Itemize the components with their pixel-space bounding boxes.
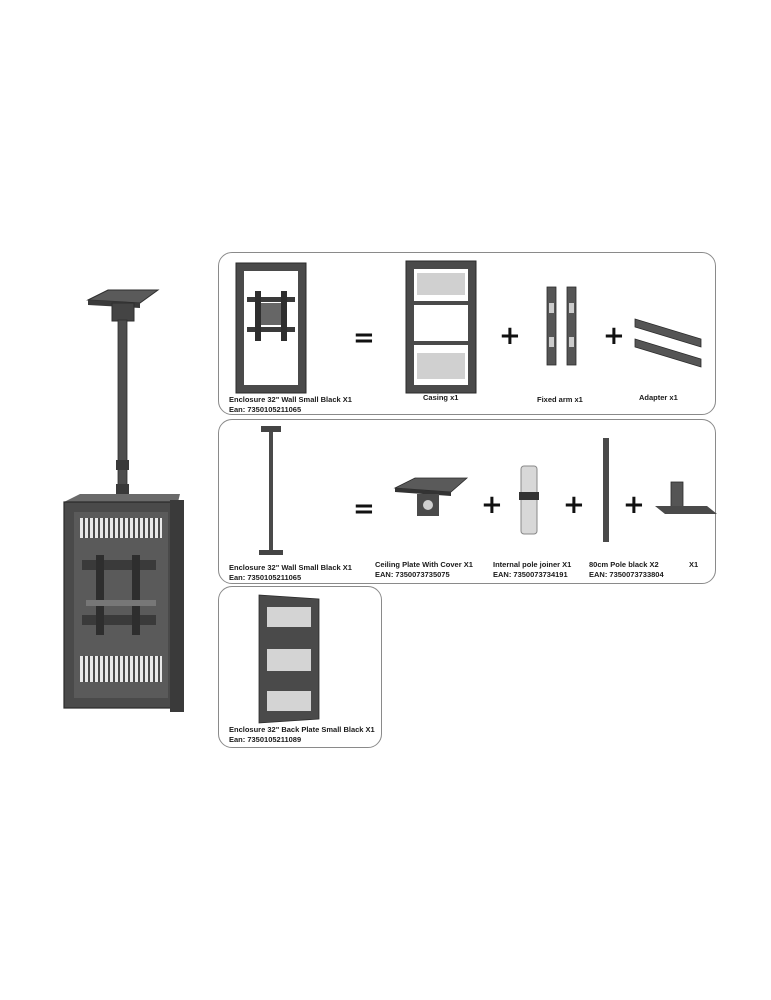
wall-enclosure-name: Enclosure 32" Wall Small Black X1 — [229, 395, 352, 404]
ceiling-plate-name: Ceiling Plate With Cover X1 — [375, 560, 473, 569]
pole-joiner-name: Internal pole joiner X1 — [493, 560, 572, 569]
casing-caption: Casing x1 — [423, 393, 459, 402]
plus-sign-2: + — [563, 490, 585, 520]
plus-sign-2: + — [603, 321, 625, 351]
plus-sign-3: + — [623, 490, 645, 520]
plus-sign-1: + — [499, 321, 521, 351]
ceiling-plate-ean: EAN: 7350073735075 — [375, 570, 450, 579]
wall-enclosure-caption: Enclosure 32" Wall Small Black X1 Ean: 7… — [229, 395, 352, 415]
ceiling-enclosure-ean: Ean: 7350105211065 — [229, 573, 302, 582]
back-plate-panel: Enclosure 32" Back Plate Small Black X1 … — [218, 586, 382, 748]
wall-enclosure-ean: Ean: 7350105211065 — [229, 405, 302, 414]
pole-joiner-illustration — [519, 465, 539, 535]
ceiling-plate-caption: Ceiling Plate With Cover X1 EAN: 7350073… — [375, 560, 473, 580]
ceiling-kit-panel: = + + + Enclosure 32" Wall Small Black X… — [218, 419, 717, 584]
pole-mount-qty: X1 — [689, 560, 699, 569]
ceiling-plate-illustration — [393, 477, 469, 516]
pole-illustration — [603, 438, 609, 542]
pole-joiner-caption: Internal pole joiner X1 EAN: 73500737341… — [493, 560, 571, 580]
pole-caption: 80cm Pole black X2 EAN: 7350073733804 — [589, 560, 664, 580]
fixed-arm-illustration — [546, 286, 577, 366]
plus-sign-1: + — [481, 490, 503, 520]
back-plate-name: Enclosure 32" Back Plate Small Black X1 — [229, 725, 375, 734]
wall-enclosure-illustration — [235, 262, 307, 394]
equals-sign: = — [353, 323, 375, 353]
adapter-caption: Adapter x1 — [639, 393, 678, 402]
fixed-arm-caption: Fixed arm x1 — [537, 395, 583, 404]
pole-joiner-ean: EAN: 7350073734191 — [493, 570, 568, 579]
wall-kit-panel: = + + Enclosure 32" Wall Small Black X1 … — [218, 252, 716, 415]
pole-name: 80cm Pole black X2 — [589, 560, 659, 569]
back-plate-ean: Ean: 7350105211089 — [229, 735, 302, 744]
back-plate-caption: Enclosure 32" Back Plate Small Black X1 … — [229, 725, 375, 745]
ceiling-enclosure-caption: Enclosure 32" Wall Small Black X1 Ean: 7… — [229, 563, 352, 583]
casing-illustration — [405, 260, 477, 394]
equals-sign: = — [353, 494, 375, 524]
pole-ean: EAN: 7350073733804 — [589, 570, 664, 579]
ceiling-enclosure-name: Enclosure 32" Wall Small Black X1 — [229, 563, 352, 572]
adapter-illustration — [634, 318, 702, 368]
ceiling-pole-illustration — [259, 426, 283, 555]
back-plate-illustration — [258, 594, 320, 724]
pole-mount-illustration — [655, 481, 717, 514]
